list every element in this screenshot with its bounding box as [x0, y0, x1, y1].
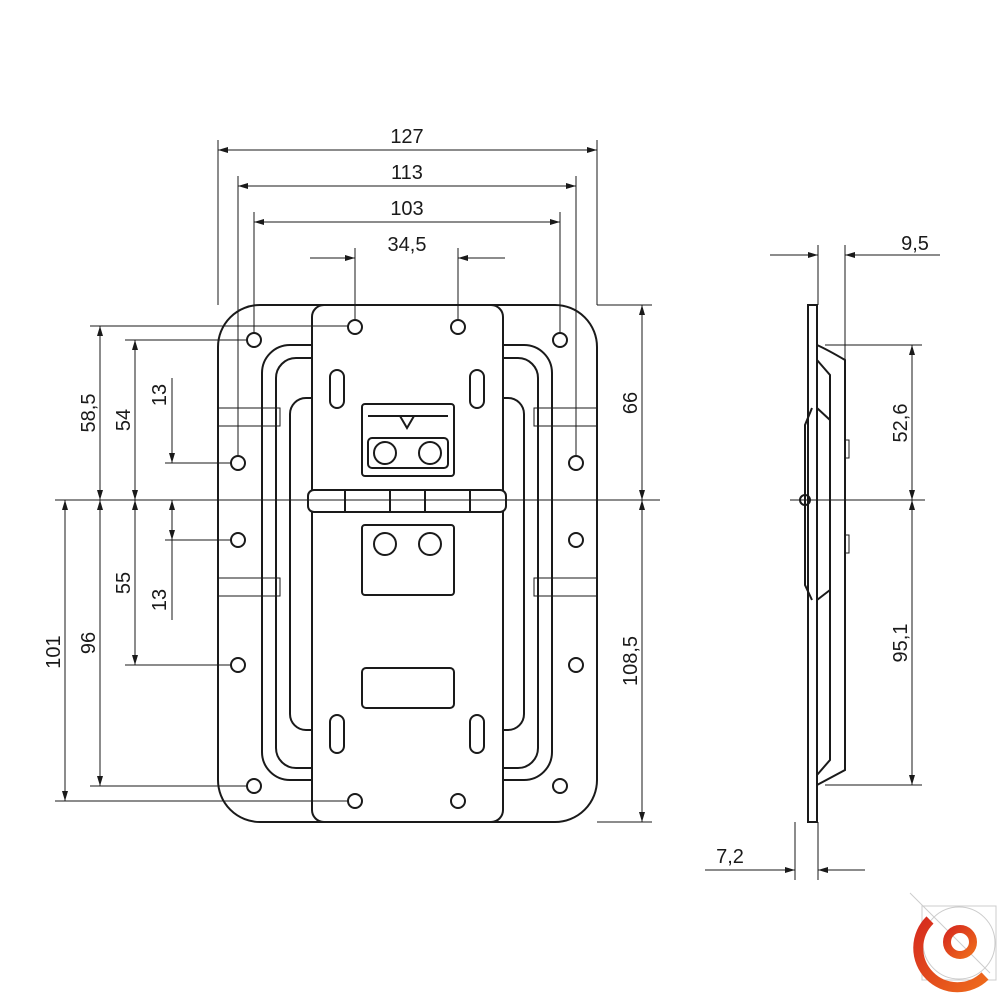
dim-58-5: 58,5 [78, 394, 100, 433]
dim-108-5: 108,5 [620, 636, 642, 686]
dim-7-2: 7,2 [716, 846, 744, 868]
handle-slot [361, 667, 455, 709]
catch [361, 403, 455, 477]
side-view [705, 245, 940, 880]
dim-54: 54 [113, 409, 135, 431]
dim-95-1: 95,1 [890, 624, 912, 663]
dim-103: 103 [390, 198, 423, 220]
dim-52-6: 52,6 [890, 404, 912, 443]
dim-13-upper: 13 [149, 384, 171, 406]
latch-plate [311, 304, 504, 823]
mounting-holes [230, 319, 584, 809]
dim-127: 127 [390, 126, 423, 148]
dimension-lines [55, 140, 652, 823]
dim-55: 55 [113, 572, 135, 594]
side-plate [807, 304, 818, 823]
hinge [307, 489, 507, 513]
dim-9-5: 9,5 [901, 233, 929, 255]
dim-101: 101 [43, 635, 65, 668]
front-view [55, 304, 660, 823]
dim-96: 96 [78, 632, 100, 654]
dim-66: 66 [620, 392, 642, 414]
dim-13-lower: 13 [149, 589, 171, 611]
dim-113: 113 [391, 162, 423, 184]
brand-logo [909, 892, 997, 993]
keeper [361, 524, 455, 596]
dim-34-5: 34,5 [388, 234, 427, 256]
